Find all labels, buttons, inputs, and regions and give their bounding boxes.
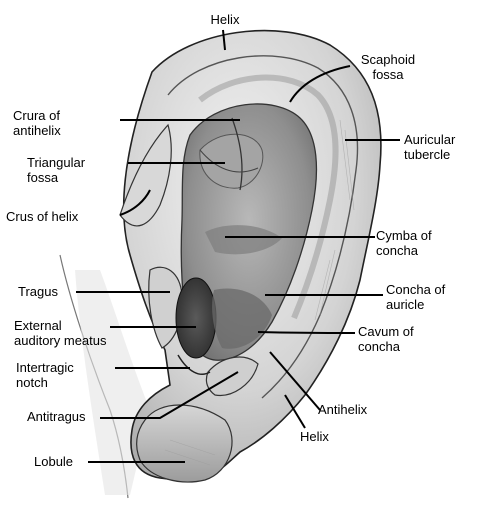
label-external-auditory-meatus: External auditory meatus [14,318,107,348]
label-lobule: Lobule [34,454,74,469]
label-cavum-of-concha: Cavum of concha [358,324,414,354]
crus-of-helix-shape [119,123,172,227]
label-concha-of-auricle: Concha of auricle [386,282,446,312]
leader-helix-top [222,29,226,51]
label-crura-of-antihelix: Crura of antihelix [13,108,61,138]
hatching [164,119,355,466]
label-tragus: Tragus [18,284,58,299]
cavum-shape [212,288,272,349]
triangular-fossa-shape [199,133,264,189]
scaphoid-groove [198,74,339,320]
label-antitragus: Antitragus [27,409,86,424]
lobule-shape [135,404,233,483]
leader-antitragus [100,371,239,419]
leader-lines [76,29,400,463]
label-intertragic-notch: Intertragic notch [16,360,74,390]
intertragic-notch-shape [177,354,211,376]
leader-scaphoid-fossa [289,65,351,103]
leader-cavum-of-concha [257,331,356,334]
leader-antihelix [269,351,321,411]
leader-helix-bottom [284,394,306,429]
label-antihelix: Antihelix [318,402,368,417]
label-auricular-tubercle: Auricular tubercle [404,132,456,162]
cymba-shape [205,225,282,255]
meatus-shape [175,277,217,359]
crura-line-1 [231,117,243,191]
label-crus-of-helix: Crus of helix [6,209,79,224]
label-helix-top: Helix [210,12,240,27]
crura-line-2 [199,149,259,173]
helix-fold [167,55,359,399]
label-triangular-fossa: Triangular fossa [27,155,86,185]
label-cymba-of-concha: Cymba of concha [376,228,432,258]
label-scaphoid-fossa: Scaphoid fossa [360,52,416,82]
label-helix-bottom: Helix [300,429,329,444]
leader-crus-of-helix [119,189,151,216]
